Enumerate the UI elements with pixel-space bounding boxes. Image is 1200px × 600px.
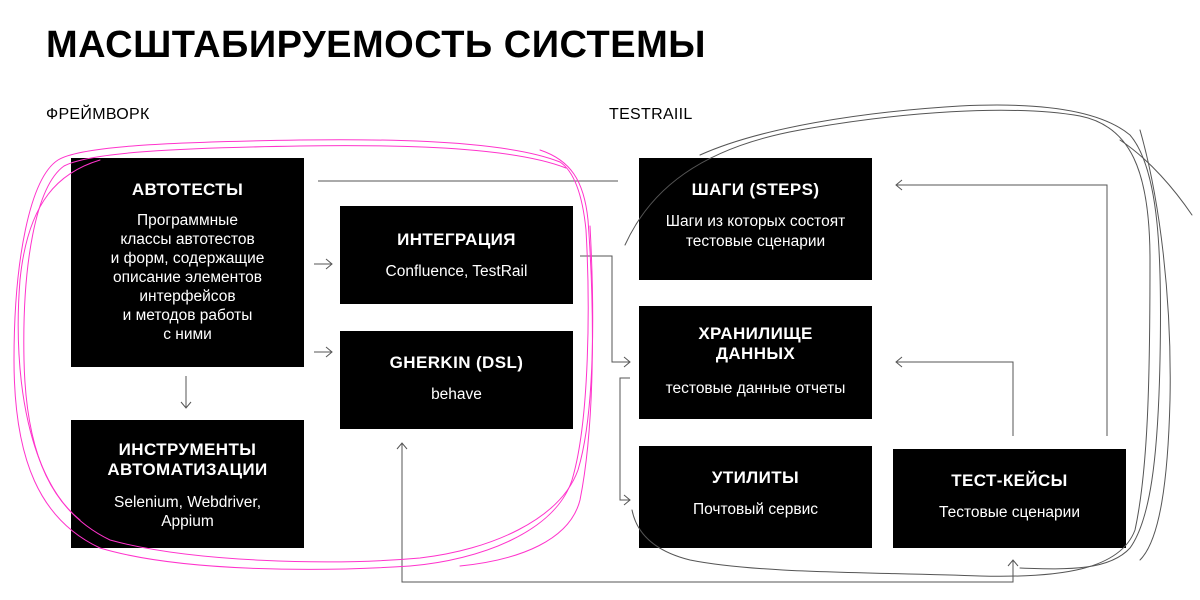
- automation-tools-description: Selenium, Webdriver, Appium: [113, 493, 262, 531]
- arrow-autotests-to-gherkin: [314, 346, 333, 358]
- steps-title: ШАГИ (STEPS): [691, 180, 820, 199]
- data-storage-description: тестовые данные отчеты: [665, 379, 846, 397]
- test-cases-description: Тестовые сценарии: [938, 504, 1080, 522]
- page-title: МАСШТАБИРУЕМОСТЬ СИСТЕМЫ: [46, 24, 706, 66]
- arrow-autotests-to-tools: [180, 376, 192, 409]
- integration-box: ИНТЕГРАЦИЯ Confluence, TestRail: [340, 206, 573, 304]
- utilities-box: УТИЛИТЫ Почтовый сервис: [639, 446, 872, 548]
- automation-tools-box: ИНСТРУМЕНТЫ АВТОМАТИЗАЦИИ Selenium, Webd…: [71, 420, 304, 548]
- steps-box: ШАГИ (STEPS) Шаги из которых состоят тес…: [639, 158, 872, 280]
- arrow-integration-to-storage: [580, 255, 631, 368]
- autotests-description: Программные классы автотестов и форм, со…: [110, 212, 265, 343]
- arrow-bus-to-utilities: [619, 377, 631, 506]
- automation-tools-title: ИНСТРУМЕНТЫ АВТОМАТИЗАЦИИ: [107, 440, 268, 480]
- autotests-box: АВТОТЕСТЫ Программные классы автотестов …: [71, 158, 304, 367]
- utilities-title: УТИЛИТЫ: [711, 468, 800, 487]
- arrow-testcases-to-storage: [895, 356, 1014, 436]
- steps-description: Шаги из которых состоят тестовые сценари…: [665, 213, 846, 250]
- framework-section-label: ФРЕЙМВОРК: [46, 106, 150, 123]
- gherkin-title: GHERKIN (DSL): [389, 353, 524, 372]
- data-storage-title: ХРАНИЛИЩЕ ДАННЫХ: [698, 324, 813, 364]
- test-cases-title: ТЕСТ-КЕЙСЫ: [951, 471, 1068, 490]
- autotests-title: АВТОТЕСТЫ: [131, 180, 244, 199]
- gherkin-box: GHERKIN (DSL) behave: [340, 331, 573, 429]
- test-cases-box: ТЕСТ-КЕЙСЫ Тестовые сценарии: [893, 449, 1126, 548]
- gherkin-description: behave: [431, 386, 482, 404]
- utilities-description: Почтовый сервис: [692, 501, 818, 519]
- integration-description: Confluence, TestRail: [385, 263, 528, 281]
- arrow-testcases-to-steps: [895, 179, 1108, 436]
- arrow-autotests-to-integration: [314, 258, 333, 270]
- data-storage-box: ХРАНИЛИЩЕ ДАННЫХ тестовые данные отчеты: [639, 306, 872, 419]
- integration-title: ИНТЕГРАЦИЯ: [397, 230, 516, 249]
